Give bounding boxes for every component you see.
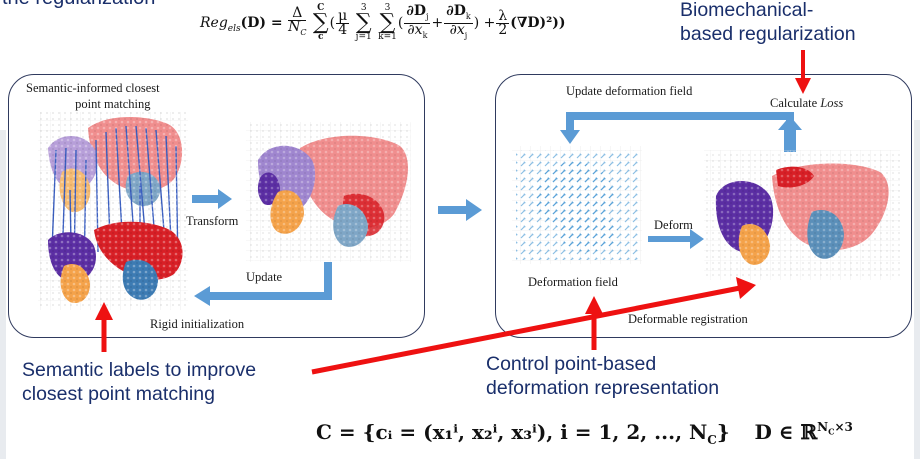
right-slide-edge [914,120,920,459]
formula-sum-j: 3∑j=1 [355,3,372,42]
control-point-arrow-head [585,296,603,314]
formula-partial-1: ∂Dj∂xk [404,2,431,40]
transformed-plot-texture [246,122,411,262]
deform-arrow [648,229,704,249]
deformation-space-formula: D ∈ ℝNC×3 [754,420,853,444]
formula-partial-2: ∂Dk∂xj [444,2,473,40]
update-label: Update [246,270,283,284]
update-arrow-line [208,262,332,300]
loss-up-arrow [778,116,802,152]
long-diagonal-arrow-head [736,277,756,299]
update-field-label: Update deformation field [566,84,693,98]
formula-lhs-arg: (D) = [240,15,283,31]
biomechanical-arrow-head [795,78,811,94]
formula-tail: (∇D)²)) [510,15,566,31]
transform-label: Transform [186,214,239,228]
deformable-registration-label: Deformable registration [628,312,748,326]
deformation-field-label: Deformation field [528,275,618,289]
update-field-arrow-head [560,130,580,144]
formula-lhs-sub: els [227,23,241,34]
transform-arrow [192,189,232,209]
update-arrow-head [194,286,210,306]
control-point-formula: C = {cᵢ = (x₁ⁱ, x₂ⁱ, x₃ⁱ), i = 1, 2, ...… [316,420,853,447]
matching-plot-texture [38,112,188,310]
left-slide-edge [0,130,6,459]
formula-lhs: Reg [200,15,228,31]
deformable-registration-panel [495,74,912,338]
control-point-annotation: Control point-based deformation represen… [486,353,720,399]
panel-connector-arrow [438,199,482,221]
matching-plot [38,112,188,310]
biomechanical-label: Biomechanical- based regularization [680,0,856,45]
semantic-arrow-head [95,302,113,320]
left-panel-title: Semantic-informed closest point matching [26,81,160,111]
header-fragment: the regularization [2,0,155,10]
deformation-field-plot [512,146,642,264]
deform-label: Deform [654,218,693,232]
semantic-labels-annotation: Semantic labels to improve closest point… [22,359,257,405]
rigid-initialization-label: Rigid initialization [150,317,245,331]
deformation-field-lower-region [558,212,618,252]
update-field-arrow-line [566,112,794,150]
deformed-result-plot [704,150,900,280]
transformed-plot [246,122,411,262]
formula-sum-k: 3∑k=1 [378,3,397,42]
calculate-loss-label: Calculate Loss [770,96,844,110]
long-diagonal-arrow-line [311,285,741,375]
deformed-plot-texture [704,150,900,280]
rigid-initialization-panel [8,74,425,338]
formula-sum-c: C∑c [312,3,329,42]
